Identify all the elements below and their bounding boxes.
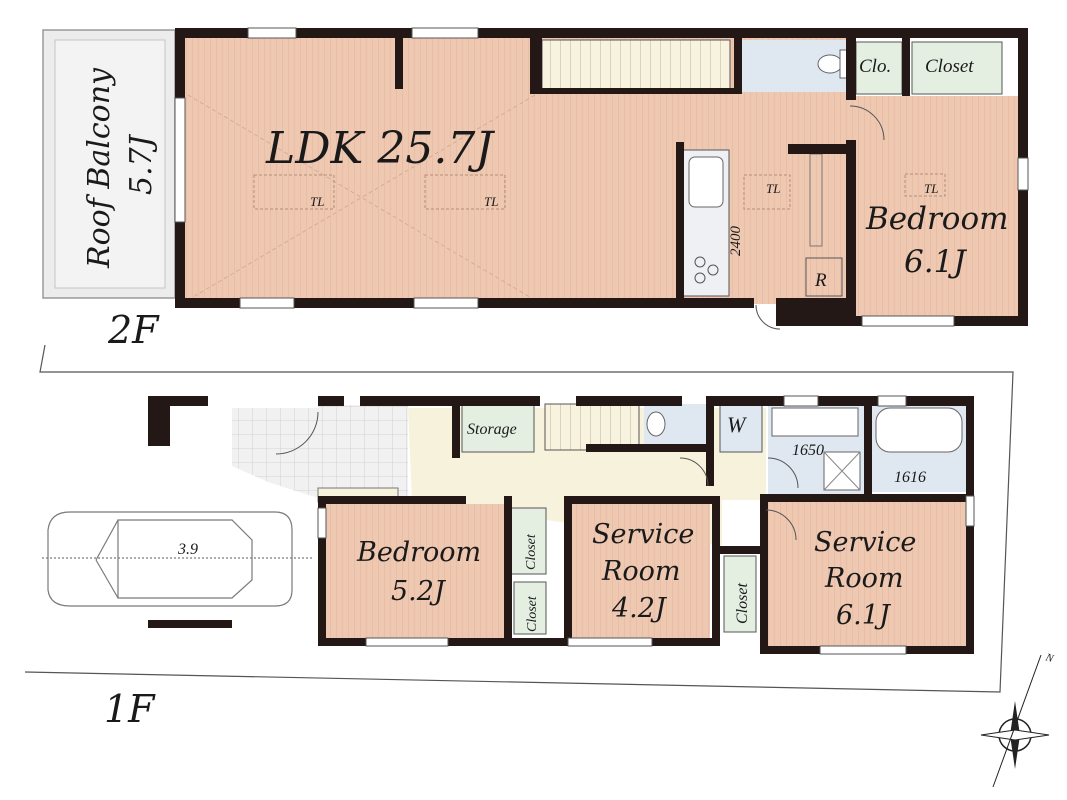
service-room-b-closet — [723, 555, 757, 633]
bedroom-1f-closet-label: Closet — [524, 533, 539, 570]
walls-1f — [148, 396, 974, 654]
closet-2f-label: Closet — [925, 56, 974, 77]
tl-label-3: TL — [766, 181, 780, 196]
compass-icon — [980, 654, 1050, 788]
service-room-a-size: 4.2J — [611, 593, 668, 624]
bedroom-1f-size: 5.2J — [391, 576, 447, 607]
service-room-a-line2: Room — [601, 556, 680, 587]
lot-boundary — [24, 344, 1014, 693]
ldk-label: LDK 25.7J — [265, 123, 495, 174]
floor-label-1f: 1F — [104, 687, 156, 731]
service-room-a-line1: Service — [592, 519, 694, 550]
roof-balcony-label: Roof Balcony — [82, 67, 117, 269]
walls-2f — [175, 28, 1028, 326]
bedroom-2f-label: Bedroom — [865, 201, 1009, 237]
compass-north-label: N — [1043, 651, 1055, 665]
closet-2f — [911, 41, 1003, 95]
floor1-plan — [24, 344, 1014, 693]
bath-size-label: 1616 — [894, 469, 926, 486]
service-room-a-closet — [513, 581, 547, 635]
service-room-a-closet-label: Closet — [525, 595, 540, 632]
bedroom-1f-floor — [326, 504, 508, 640]
ceiling-height-label: 2400 — [728, 226, 744, 257]
bedroom-2f-floor — [850, 96, 1022, 316]
service-room-b-line2: Room — [824, 563, 903, 594]
storage-1f — [461, 403, 535, 453]
service-room-a-floor — [568, 504, 710, 640]
service-room-b-size: 6.1J — [836, 600, 892, 631]
floor-label-2f: 2F — [107, 308, 160, 352]
bedroom-1f-label: Bedroom — [356, 537, 481, 568]
service-room-b-line1: Service — [814, 527, 916, 558]
bedroom-1f-closet — [509, 507, 547, 575]
tl-label-2: TL — [484, 194, 498, 209]
storage-label: Storage — [467, 421, 517, 438]
bedroom-2f-size: 6.1J — [904, 244, 967, 280]
service-room-b-closet-label: Closet — [734, 583, 751, 624]
tl-label-1: TL — [310, 194, 324, 209]
washer-label: W — [727, 412, 747, 437]
closet-small-2f-label: Clo. — [859, 56, 891, 77]
service-room-b-floor — [764, 502, 966, 648]
parked-car-icon — [42, 511, 312, 607]
refrigerator-label: R — [814, 270, 827, 291]
floor2-plan — [42, 27, 1029, 330]
washer-space — [719, 403, 763, 453]
parking-width-label: 3.9 — [177, 541, 198, 558]
tl-label-4: TL — [924, 181, 938, 196]
washroom-width-label: 1650 — [792, 442, 824, 459]
staircase-2f — [541, 39, 731, 91]
roof-balcony-size: 5.7J — [124, 133, 159, 195]
